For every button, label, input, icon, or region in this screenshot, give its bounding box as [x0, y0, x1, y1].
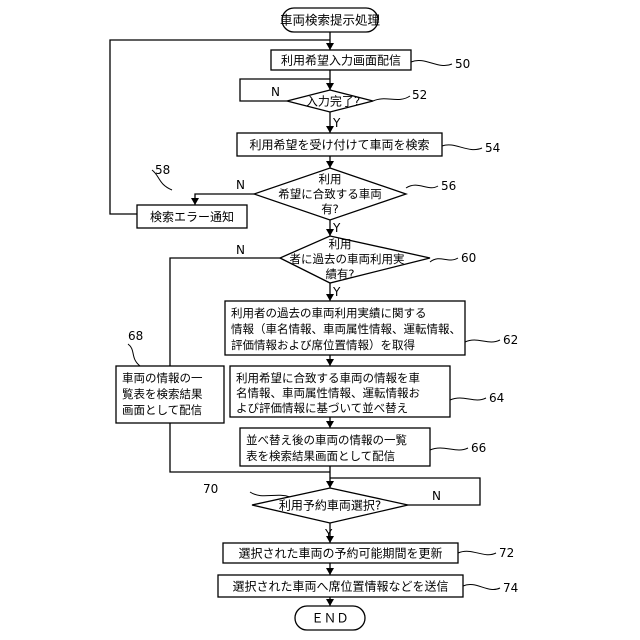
step-50: 利用希望入力画面配信 [271, 50, 411, 70]
decision-60: 利用 者に過去の車両利用実 績有? [280, 236, 430, 283]
step-64-line-1: 利用希望に合致する車両の情報を車 [236, 371, 420, 385]
arrowhead-into-58 [191, 198, 199, 205]
decision-60-line-2: 者に過去の車両利用実 [290, 252, 405, 266]
label-56-yes: Y [332, 221, 341, 235]
decision-52: 入力完了? [287, 90, 373, 112]
ref-60: 60 [461, 251, 476, 265]
decision-56-line-2: 希望に合致する車両 [278, 187, 382, 201]
leader-62 [465, 340, 500, 342]
step-62: 利用者の過去の車両利用実績に関する 情報（車名情報、車両属性情報、運転情報、 評… [225, 301, 465, 355]
step-68-line-1: 車両の情報の一 [122, 371, 203, 385]
end-terminator: ＥＮＤ [295, 606, 365, 630]
label-60-no: N [236, 243, 245, 257]
ref-62: 62 [503, 333, 518, 347]
leader-70 [250, 492, 290, 497]
start-terminator: 車両検索提示処理 [280, 8, 381, 32]
ref-66: 66 [471, 441, 486, 455]
label-52-no: N [271, 85, 280, 99]
leader-66 [430, 448, 468, 450]
step-50-label: 利用希望入力画面配信 [281, 53, 401, 68]
arrowhead-into-52 [326, 83, 334, 90]
leader-56 [406, 185, 438, 188]
step-72: 選択された車両の予約可能期間を更新 [223, 543, 458, 563]
decision-56-line-1: 利用 [319, 172, 342, 186]
step-62-line-3: 評価情報および席位置情報）を取得 [231, 338, 415, 352]
step-62-line-1: 利用者の過去の車両利用実績に関する [231, 306, 427, 320]
step-72-label: 選択された車両の予約可能期間を更新 [238, 546, 442, 561]
arrowhead-into-70 [326, 481, 334, 488]
leader-74 [463, 584, 500, 589]
leader-50 [411, 60, 452, 65]
ref-72: 72 [499, 546, 514, 560]
decision-56-line-3: 有? [321, 202, 339, 216]
label-70-no: N [432, 489, 441, 503]
step-58-label: 検索エラー通知 [150, 210, 234, 224]
arrowhead-into-66 [326, 421, 334, 428]
step-64-line-3: よび評価情報に基づいて並べ替え [236, 401, 408, 415]
step-54: 利用希望を受け付けて車両を検索 [237, 133, 442, 156]
edge-56-no [195, 194, 254, 205]
step-64-line-2: 名情報、車両属性情報、運転情報お [236, 386, 420, 400]
ref-50: 50 [455, 57, 470, 71]
end-label: ＥＮＤ [311, 611, 349, 626]
label-56-no: N [236, 178, 245, 192]
decision-70: 利用予約車両選択? [252, 488, 408, 523]
step-66-line-1: 並べ替え後の車両の情報の一覧 [246, 433, 407, 447]
arrowhead-into-74 [326, 568, 334, 575]
step-66: 並べ替え後の車両の情報の一覧 表を検索結果画面として配信 [240, 428, 430, 466]
step-66-line-2: 表を検索結果画面として配信 [246, 449, 395, 463]
step-74-label: 選択された車両へ席位置情報などを送信 [232, 579, 448, 594]
step-68: 車両の情報の一 覧表を検索結果 画面として配信 [116, 366, 224, 423]
ref-68: 68 [128, 329, 143, 343]
step-64: 利用希望に合致する車両の情報を車 名情報、車両属性情報、運転情報お よび評価情報… [230, 366, 450, 417]
step-58: 検索エラー通知 [137, 205, 247, 228]
arrowhead-into-56 [326, 161, 334, 168]
ref-64: 64 [489, 391, 504, 405]
decision-60-line-1: 利用 [329, 237, 352, 251]
step-74: 選択された車両へ席位置情報などを送信 [218, 575, 463, 597]
ref-54: 54 [485, 141, 500, 155]
leader-68 [128, 344, 140, 366]
ref-70: 70 [203, 482, 218, 496]
decision-60-line-3: 績有? [325, 267, 354, 281]
leader-60 [430, 258, 458, 262]
arrowhead-into-50 [326, 43, 334, 50]
leader-54 [442, 145, 482, 150]
start-label: 車両検索提示処理 [280, 13, 381, 28]
step-68-line-2: 覧表を検索結果 [122, 387, 203, 401]
ref-52: 52 [412, 88, 427, 102]
arrowhead-into-end [326, 599, 334, 606]
step-62-line-2: 情報（車名情報、車両属性情報、運転情報、 [231, 322, 461, 336]
leader-64 [450, 398, 486, 400]
decision-70-label: 利用予約車両選択? [279, 498, 381, 513]
ref-56: 56 [441, 179, 456, 193]
arrowhead-into-64 [326, 359, 334, 366]
label-60-yes: Y [332, 285, 341, 299]
label-52-yes: Y [332, 116, 341, 130]
ref-58: 58 [155, 163, 170, 177]
decision-56: 利用 希望に合致する車両 有? [254, 168, 406, 220]
leader-52 [373, 96, 410, 101]
ref-74: 74 [503, 581, 518, 595]
leader-72 [458, 551, 496, 554]
step-54-label: 利用希望を受け付けて車両を検索 [249, 137, 429, 152]
decision-52-label: 入力完了? [306, 94, 360, 109]
step-68-line-3: 画面として配信 [122, 403, 202, 417]
